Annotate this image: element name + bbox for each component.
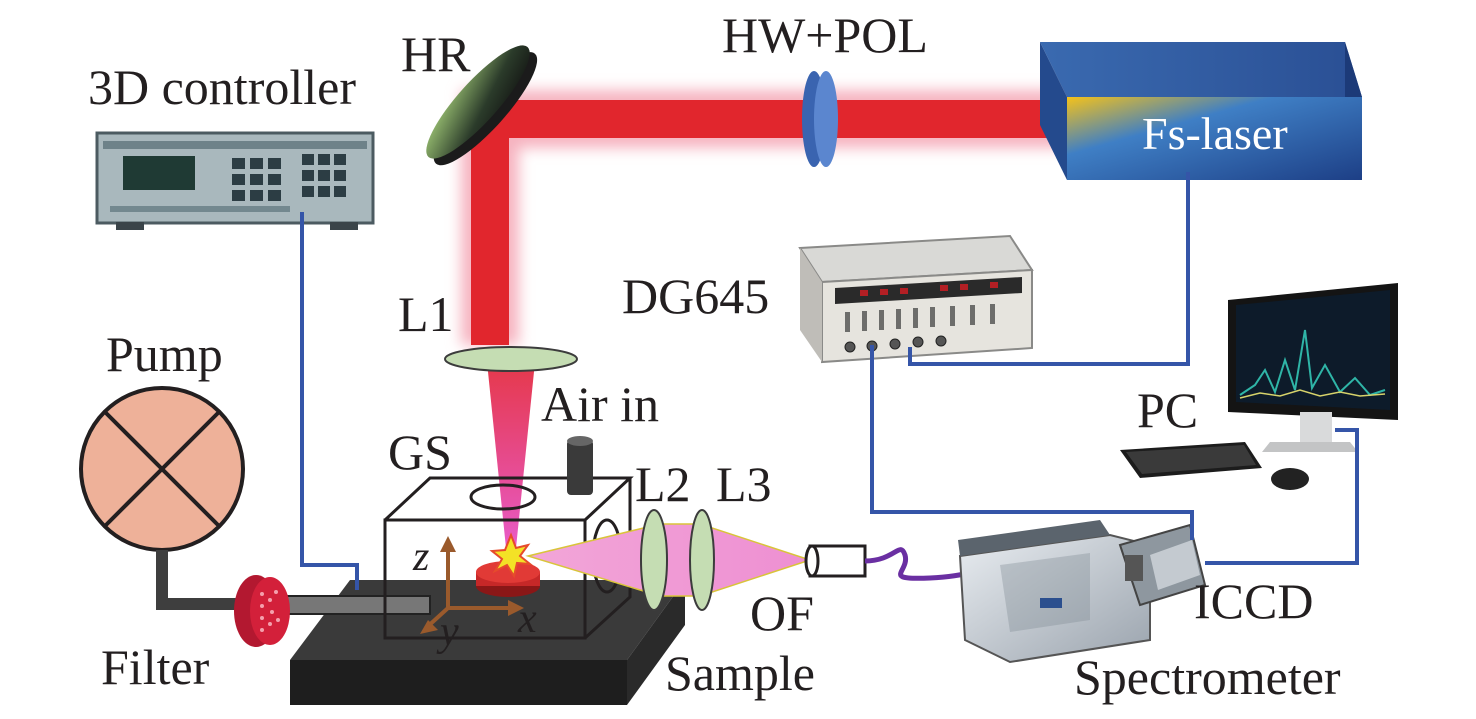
label-of: OF [750, 585, 814, 641]
label-hr: HR [401, 26, 471, 82]
sample-disk [476, 561, 540, 597]
lens-l3 [689, 509, 715, 611]
label-axis-x: x [517, 596, 537, 642]
pump-symbol [79, 386, 245, 552]
label-filter: Filter [101, 639, 210, 695]
label-pc: PC [1137, 382, 1198, 438]
dg645-device [798, 234, 1034, 364]
label-dg645: DG645 [622, 268, 769, 324]
label-hw-pol: HW+POL [722, 7, 928, 63]
label-axis-y: y [436, 609, 459, 655]
lens-l1 [444, 346, 578, 372]
focused-beam [487, 362, 535, 548]
optical-fiber [804, 544, 976, 581]
filter-element [234, 575, 431, 647]
label-fs-laser: Fs-laser [1142, 108, 1288, 159]
coordinate-axes [420, 536, 524, 634]
pc-computer [1120, 283, 1398, 490]
fs-laser-box [1040, 42, 1362, 180]
spectrometer-device [958, 520, 1151, 664]
plasma-spark [489, 532, 534, 579]
hw-pol-element [802, 71, 838, 167]
label-l1: L1 [398, 286, 454, 342]
controller-device [95, 131, 375, 230]
pump-tube [156, 550, 240, 610]
label-pump: Pump [106, 326, 223, 382]
iccd-camera [1118, 523, 1207, 607]
label-air-in: Air in [541, 376, 659, 432]
label-l3: L3 [716, 456, 772, 512]
label-3d-controller: 3D controller [88, 59, 356, 115]
label-iccd: ICCD [1194, 573, 1313, 629]
label-sample: Sample [665, 645, 815, 701]
label-gs: GS [388, 424, 452, 480]
label-l2: L2 [635, 456, 691, 512]
lens-l2 [640, 509, 668, 611]
hr-mirror [426, 45, 538, 166]
label-axis-z: z [412, 534, 429, 580]
label-spectrometer: Spectrometer [1074, 649, 1341, 705]
air-in-nozzle [567, 436, 593, 495]
signal-cables [300, 172, 1359, 590]
